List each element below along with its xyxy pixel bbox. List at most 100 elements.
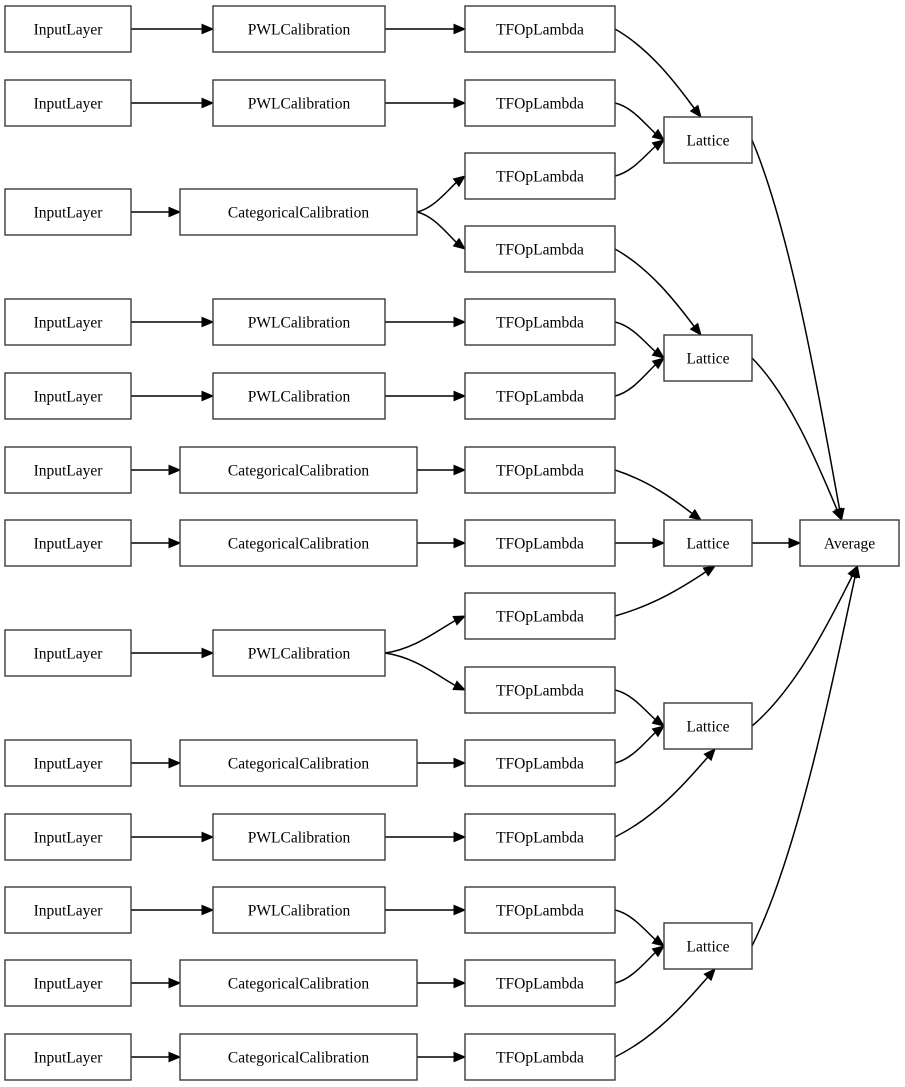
node-box [464, 666, 616, 714]
edge-arrowhead [453, 1051, 467, 1063]
node-pwlcalibration-cal4[interactable]: PWLCalibration [212, 298, 386, 346]
node-box [212, 886, 386, 934]
edge-cal11-to-lam13 [385, 904, 467, 916]
node-input-layer-in10[interactable]: InputLayer [4, 813, 132, 861]
node-box [464, 813, 616, 861]
node-input-layer-in8[interactable]: InputLayer [4, 629, 132, 677]
node-tfop-lambda-lam3[interactable]: TFOpLambda [464, 152, 616, 200]
node-input-layer-in12[interactable]: InputLayer [4, 959, 132, 1007]
node-tfop-lambda-lam1[interactable]: TFOpLambda [464, 5, 616, 53]
edge-line [384, 652, 456, 687]
node-input-layer-in7[interactable]: InputLayer [4, 519, 132, 567]
node-lattice-lat4[interactable]: Lattice [663, 702, 753, 750]
node-box [799, 519, 900, 567]
node-tfop-lambda-lam15[interactable]: TFOpLambda [464, 1033, 616, 1081]
edge-arrowhead [688, 508, 703, 521]
node-pwlcalibration-cal2[interactable]: PWLCalibration [212, 79, 386, 127]
node-box [464, 5, 616, 53]
node-box [4, 629, 132, 677]
node-label: CategoricalCalibration [228, 1050, 369, 1067]
node-label: TFOpLambda [496, 609, 584, 626]
node-box [464, 886, 616, 934]
node-input-layer-in1[interactable]: InputLayer [4, 5, 132, 53]
node-label: TFOpLambda [496, 463, 584, 480]
node-tfop-lambda-lam6[interactable]: TFOpLambda [464, 372, 616, 420]
node-box [4, 813, 132, 861]
node-tfop-lambda-lam2[interactable]: TFOpLambda [464, 79, 616, 127]
node-label: InputLayer [34, 315, 104, 332]
node-pwlcalibration-cal5[interactable]: PWLCalibration [212, 372, 386, 420]
node-pwlcalibration-cal11[interactable]: PWLCalibration [212, 886, 386, 934]
edge-arrowhead [453, 390, 467, 402]
node-input-layer-in9[interactable]: InputLayer [4, 739, 132, 787]
edge-arrowhead [452, 615, 467, 626]
node-tfop-lambda-lam14[interactable]: TFOpLambda [464, 959, 616, 1007]
edge-arrowhead [651, 128, 666, 141]
node-tfop-lambda-lam4[interactable]: TFOpLambda [464, 225, 616, 273]
node-box [4, 5, 132, 53]
node-tfop-lambda-lam10[interactable]: TFOpLambda [464, 666, 616, 714]
node-pwlcalibration-cal1[interactable]: PWLCalibration [212, 5, 386, 53]
node-tfop-lambda-lam13[interactable]: TFOpLambda [464, 886, 616, 934]
node-input-layer-in5[interactable]: InputLayer [4, 372, 132, 420]
node-box [663, 922, 753, 970]
edge-arrowhead [453, 464, 467, 476]
edge-line [614, 102, 656, 134]
node-box [464, 79, 616, 127]
edge-lam9-to-lat3 [614, 565, 717, 617]
node-input-layer-in6[interactable]: InputLayer [4, 446, 132, 494]
edge-arrowhead [201, 316, 215, 328]
node-categorical-calibration-cal12[interactable]: CategoricalCalibration [179, 959, 418, 1007]
node-label: Lattice [686, 536, 729, 553]
edge-cal5-to-lam6 [385, 390, 467, 402]
node-categorical-calibration-cal6[interactable]: CategoricalCalibration [179, 446, 418, 494]
edge-arrowhead [453, 904, 467, 916]
node-label: Lattice [686, 939, 729, 956]
edge-arrowhead [651, 725, 666, 738]
node-lattice-lat5[interactable]: Lattice [663, 922, 753, 970]
node-label: CategoricalCalibration [228, 463, 369, 480]
node-box [4, 886, 132, 934]
node-tfop-lambda-lam5[interactable]: TFOpLambda [464, 298, 616, 346]
edge-lam12-to-lat4 [614, 748, 716, 838]
node-input-layer-in3[interactable]: InputLayer [4, 188, 132, 236]
node-input-layer-in13[interactable]: InputLayer [4, 1033, 132, 1081]
node-label: InputLayer [34, 646, 104, 663]
node-label: CategoricalCalibration [228, 205, 369, 222]
edge-arrowhead [849, 564, 861, 579]
node-box [663, 702, 753, 750]
node-categorical-calibration-cal9[interactable]: CategoricalCalibration [179, 739, 418, 787]
node-tfop-lambda-lam12[interactable]: TFOpLambda [464, 813, 616, 861]
edge-lat2-to-avg [751, 357, 843, 522]
node-tfop-lambda-lam7[interactable]: TFOpLambda [464, 446, 616, 494]
node-tfop-lambda-lam11[interactable]: TFOpLambda [464, 739, 616, 787]
node-label: Lattice [686, 719, 729, 736]
node-pwlcalibration-cal8[interactable]: PWLCalibration [212, 629, 386, 677]
edge-arrowhead [168, 757, 182, 769]
node-box [212, 629, 386, 677]
edge-in1-to-cal1 [131, 23, 215, 35]
edge-lam10-to-lat4 [614, 689, 666, 727]
node-label: InputLayer [34, 96, 104, 113]
node-input-layer-in11[interactable]: InputLayer [4, 886, 132, 934]
edge-arrowhead [453, 831, 467, 843]
node-categorical-calibration-cal13[interactable]: CategoricalCalibration [179, 1033, 418, 1081]
node-pwlcalibration-cal10[interactable]: PWLCalibration [212, 813, 386, 861]
edge-in12-to-cal12 [131, 977, 182, 989]
node-lattice-lat1[interactable]: Lattice [663, 116, 753, 164]
node-categorical-calibration-cal7[interactable]: CategoricalCalibration [179, 519, 418, 567]
node-average-avg[interactable]: Average [799, 519, 900, 567]
node-input-layer-in4[interactable]: InputLayer [4, 298, 132, 346]
node-lattice-lat3[interactable]: Lattice [663, 519, 753, 567]
node-label: InputLayer [34, 756, 104, 773]
node-lattice-lat2[interactable]: Lattice [663, 334, 753, 382]
edge-in2-to-cal2 [131, 97, 215, 109]
node-box [179, 446, 418, 494]
node-label: InputLayer [34, 976, 104, 993]
node-input-layer-in2[interactable]: InputLayer [4, 79, 132, 127]
node-tfop-lambda-lam9[interactable]: TFOpLambda [464, 592, 616, 640]
node-categorical-calibration-cal3[interactable]: CategoricalCalibration [179, 188, 418, 236]
edge-arrowhead [168, 206, 182, 218]
node-tfop-lambda-lam8[interactable]: TFOpLambda [464, 519, 616, 567]
